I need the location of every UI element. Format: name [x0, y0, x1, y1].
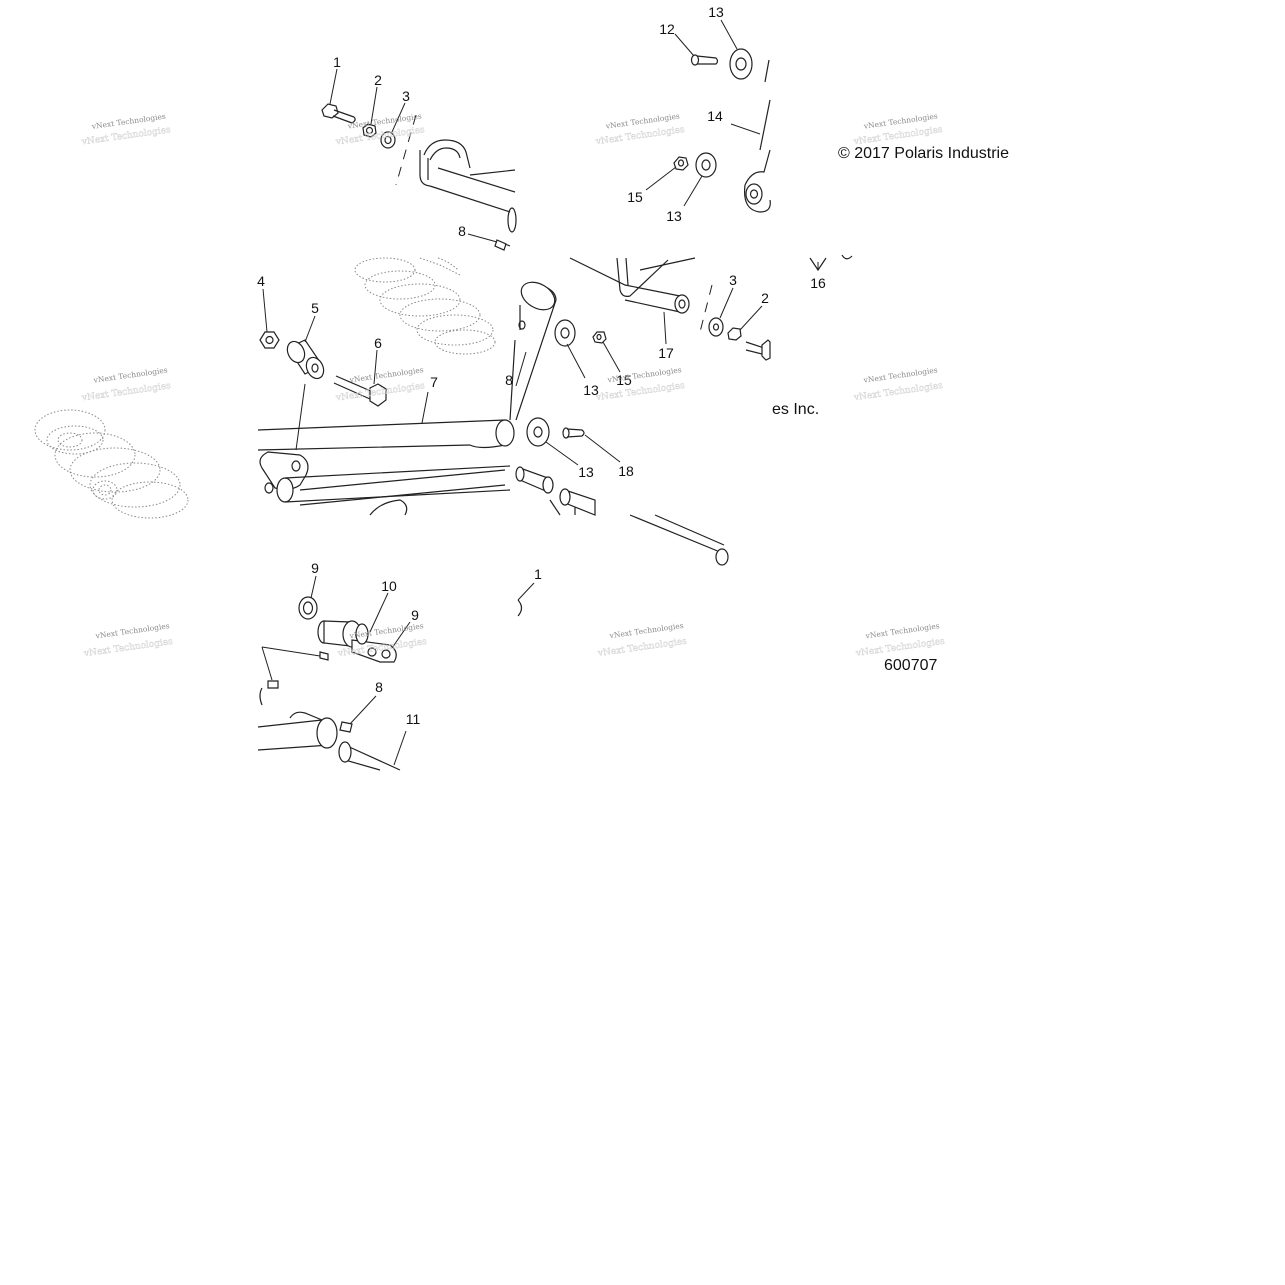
callout-number: 16 [810, 275, 826, 291]
leader-lines [262, 19, 819, 766]
grease-fitting-part [494, 239, 511, 251]
callout-number: 13 [666, 208, 682, 224]
nut-part [727, 327, 742, 341]
nut-part [259, 331, 280, 349]
tube-part [257, 711, 401, 771]
panel-top-left [321, 103, 517, 251]
bolt-part [333, 375, 387, 407]
callout-number: 18 [618, 463, 634, 479]
callout-labels: 1 2 3 8 12 13 14 15 13 16 4 5 6 7 8 13 1… [257, 4, 826, 727]
panel-middle-right [509, 257, 771, 516]
callout-number: 7 [430, 374, 438, 390]
bolt-part [745, 339, 771, 361]
bolt-part [690, 54, 719, 66]
grease-fitting-part [319, 651, 329, 661]
link-part [509, 281, 557, 421]
bolt-part [321, 103, 356, 124]
callout-number: 15 [616, 372, 632, 388]
callout-number: 9 [311, 560, 319, 576]
callout-number: 17 [658, 345, 674, 361]
link-part [743, 59, 771, 213]
coil-spring-part [34, 409, 189, 519]
copyright-text: © 2017 Polaris Industrie [838, 145, 1009, 162]
callout-number: 1 [534, 566, 542, 582]
grease-fitting-part [267, 680, 279, 689]
callout-number: 13 [708, 4, 724, 20]
panel-middle-left [257, 257, 515, 516]
callout-number: 13 [583, 382, 599, 398]
callout-number: 8 [375, 679, 383, 695]
callout-number: 3 [729, 272, 737, 288]
callout-number: 5 [311, 300, 319, 316]
nut-part [362, 123, 377, 138]
washer-part [380, 131, 396, 149]
callout-number: 9 [411, 607, 419, 623]
long-shaft-part [549, 499, 729, 566]
washer-part [298, 596, 318, 620]
callout-number: 11 [406, 711, 421, 727]
washer-part [554, 319, 576, 347]
pivot-part [317, 620, 397, 663]
bushing-part [515, 466, 554, 494]
spacer-part [286, 339, 325, 380]
panel-lower-left [257, 596, 523, 771]
callout-number: 2 [374, 72, 382, 88]
washer-part [708, 317, 724, 337]
nut-part [673, 156, 689, 171]
callout-number: 13 [578, 464, 594, 480]
callout-number: 15 [627, 189, 643, 205]
callout-number: 2 [761, 290, 769, 306]
pivot-shaft-part [419, 139, 517, 233]
callout-number: 4 [257, 273, 265, 289]
washer-part [695, 152, 717, 178]
callout-number: 1 [333, 54, 341, 70]
callout-number: 8 [505, 372, 513, 388]
shock-spring-part [354, 257, 496, 355]
bushing-part [559, 488, 596, 516]
shaft-part [569, 257, 696, 314]
callout-number: 8 [458, 223, 466, 239]
callout-number: 10 [381, 578, 397, 594]
grease-fitting-part [339, 721, 353, 733]
callout-number: 12 [659, 21, 675, 37]
washer-part [729, 48, 753, 80]
panel-top-right [673, 48, 853, 272]
diagram-number: 600707 [884, 657, 937, 674]
washer-part [526, 417, 550, 447]
callout-number: 14 [707, 108, 723, 124]
callout-number: 3 [402, 88, 410, 104]
copyright-fragment: es Inc. [772, 401, 819, 418]
bolt-part [562, 427, 585, 439]
callout-number: 6 [374, 335, 382, 351]
control-arm-part [257, 383, 515, 516]
nut-part [592, 331, 607, 344]
